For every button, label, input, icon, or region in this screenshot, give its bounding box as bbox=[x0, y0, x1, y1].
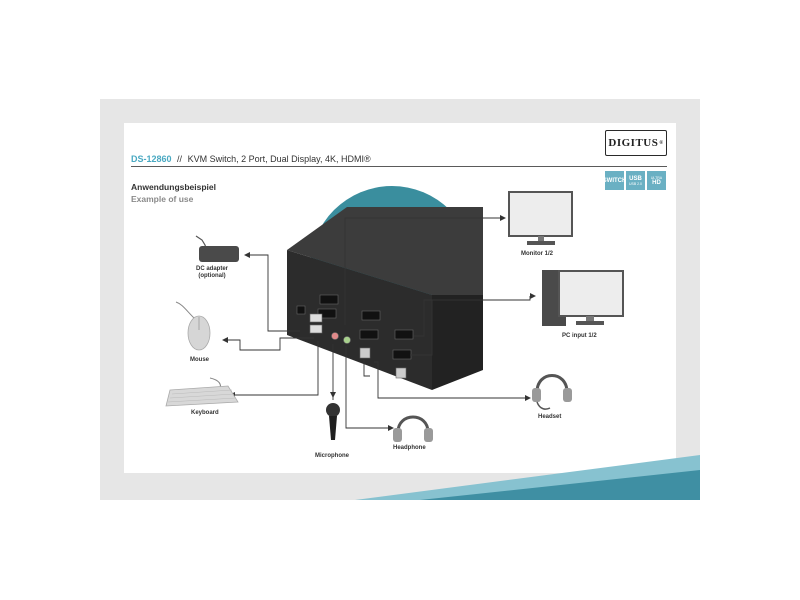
header-divider bbox=[131, 166, 667, 167]
hdmi-port-3 bbox=[361, 310, 381, 321]
label-mouse: Mouse bbox=[190, 357, 210, 363]
dc-adapter-icon bbox=[195, 235, 239, 262]
monitor-icon bbox=[508, 191, 573, 245]
label-microphone: Microphone bbox=[315, 453, 349, 459]
kvm-switch bbox=[287, 207, 483, 390]
kvm-switch-badge: SWITCH bbox=[602, 171, 627, 190]
logo-mark: ® bbox=[659, 140, 664, 146]
label-headset: Headset bbox=[538, 414, 562, 420]
audio-port-out bbox=[343, 336, 351, 344]
badge-2-line1: USB bbox=[629, 175, 642, 182]
usb-b-port-2 bbox=[395, 367, 407, 379]
ultra-hd-badge: ULTRA HD bbox=[647, 171, 666, 190]
product-header: DS-12860 // KVM Switch, 2 Port, Dual Dis… bbox=[131, 154, 371, 164]
badge-3-line1: ULTRA bbox=[650, 175, 663, 180]
usb-port-1 bbox=[309, 313, 323, 323]
hdmi-port-5 bbox=[394, 329, 414, 340]
badge-2-line2: USB 2.0 bbox=[628, 181, 643, 186]
label-keyboard: Keyboard bbox=[191, 410, 219, 416]
badge-1-line1: SWITCH bbox=[602, 177, 627, 184]
label-monitor: Monitor 1/2 bbox=[521, 251, 554, 257]
bottom-stripe-dark bbox=[420, 470, 700, 500]
label-dc-adapter: DC adapter (optional) bbox=[196, 266, 229, 279]
hdmi-port-4 bbox=[359, 329, 379, 340]
microphone-icon bbox=[326, 403, 340, 440]
headset-icon bbox=[532, 374, 572, 410]
audio-port-mic bbox=[331, 332, 339, 340]
pc-icon bbox=[542, 270, 624, 326]
logo-text: DIGITUS bbox=[608, 137, 659, 149]
model-number: DS-12860 bbox=[131, 154, 172, 164]
usb-b-port-1 bbox=[359, 347, 371, 359]
feature-badges: SWITCH USB USB 2.0 ULTRA HD bbox=[602, 171, 666, 190]
hdmi-port-1 bbox=[319, 294, 339, 305]
digitus-logo: DIGITUS® bbox=[605, 130, 667, 156]
arrowheads bbox=[222, 215, 536, 431]
hdmi-port-2 bbox=[317, 308, 337, 319]
section-title-de: Anwendungsbeispiel bbox=[131, 182, 217, 192]
dc-in-port bbox=[296, 305, 306, 315]
label-headphone: Headphone bbox=[393, 445, 426, 451]
product-description: KVM Switch, 2 Port, Dual Display, 4K, HD… bbox=[187, 154, 371, 164]
mouse-icon bbox=[175, 301, 211, 351]
usb-badge: USB USB 2.0 bbox=[626, 171, 645, 190]
section-title-en: Example of use bbox=[131, 194, 194, 204]
badge-3-line2: HD bbox=[652, 179, 661, 186]
keyboard-icon bbox=[165, 377, 239, 407]
usb-port-2 bbox=[309, 324, 323, 334]
header-separator: // bbox=[177, 154, 183, 164]
label-pc-input: PC input 1/2 bbox=[562, 333, 597, 339]
hdmi-port-6 bbox=[392, 349, 412, 360]
headphone-icon bbox=[393, 415, 433, 442]
